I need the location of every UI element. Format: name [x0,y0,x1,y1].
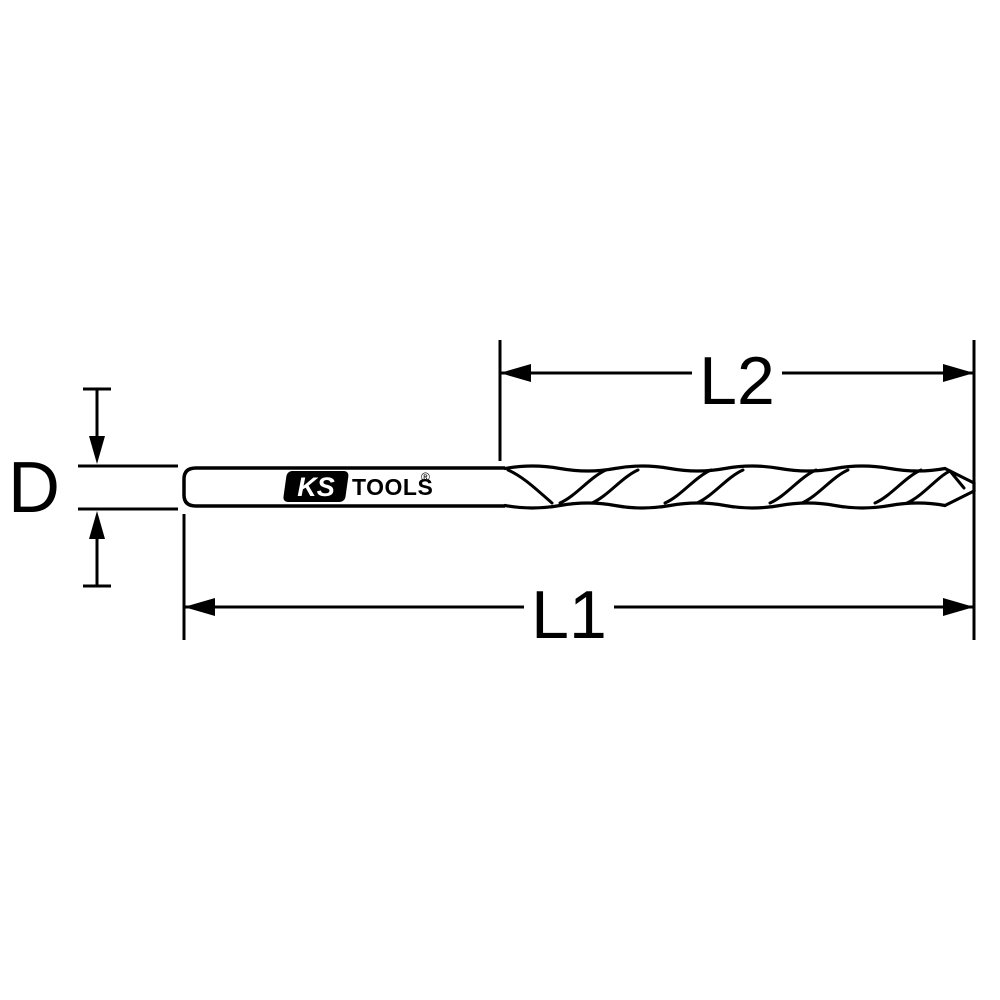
flute-bottom-edge [503,501,947,510]
flute-runout-curve [506,468,554,505]
l1-label-background [524,572,614,642]
l2-arrowhead-right-icon [943,364,974,382]
tip-bottom-face [943,489,976,508]
dimension-l2: L2 [498,338,976,640]
ks-tools-logo: KS TOOLS ® [283,470,433,502]
d-arrowhead-up-icon [89,511,105,539]
drill-bit: KS TOOLS ® [182,464,976,510]
l1-arrowhead-left-icon [184,598,215,616]
dimension-d: D [8,387,178,588]
helix-line [800,468,850,505]
logo-box [283,471,349,502]
d-arrowhead-down-icon [89,436,105,464]
registered-mark: ® [421,470,430,484]
tip-facet-line [948,469,966,490]
l1-label: L1 [531,577,607,653]
helix-line [590,468,640,505]
helix-line [663,468,713,505]
logo-tools-text: TOOLS [352,474,433,500]
logo-ks-text: KS [297,472,335,502]
flute-section [503,464,952,510]
helix-line [905,469,952,505]
l2-label-background [692,338,782,408]
helix-line [768,468,818,505]
l1-arrowhead-right-icon [943,598,974,616]
drill-tip [943,466,976,508]
helix-line [558,468,608,505]
flute-helix-lines [558,468,952,505]
dimension-l1: L1 [182,514,974,653]
helix-line [873,468,923,505]
helix-line [695,468,745,505]
l2-arrowhead-left-icon [500,364,531,382]
flute-top-edge [503,464,947,473]
l2-label: L2 [699,343,775,419]
d-label: D [8,448,60,528]
